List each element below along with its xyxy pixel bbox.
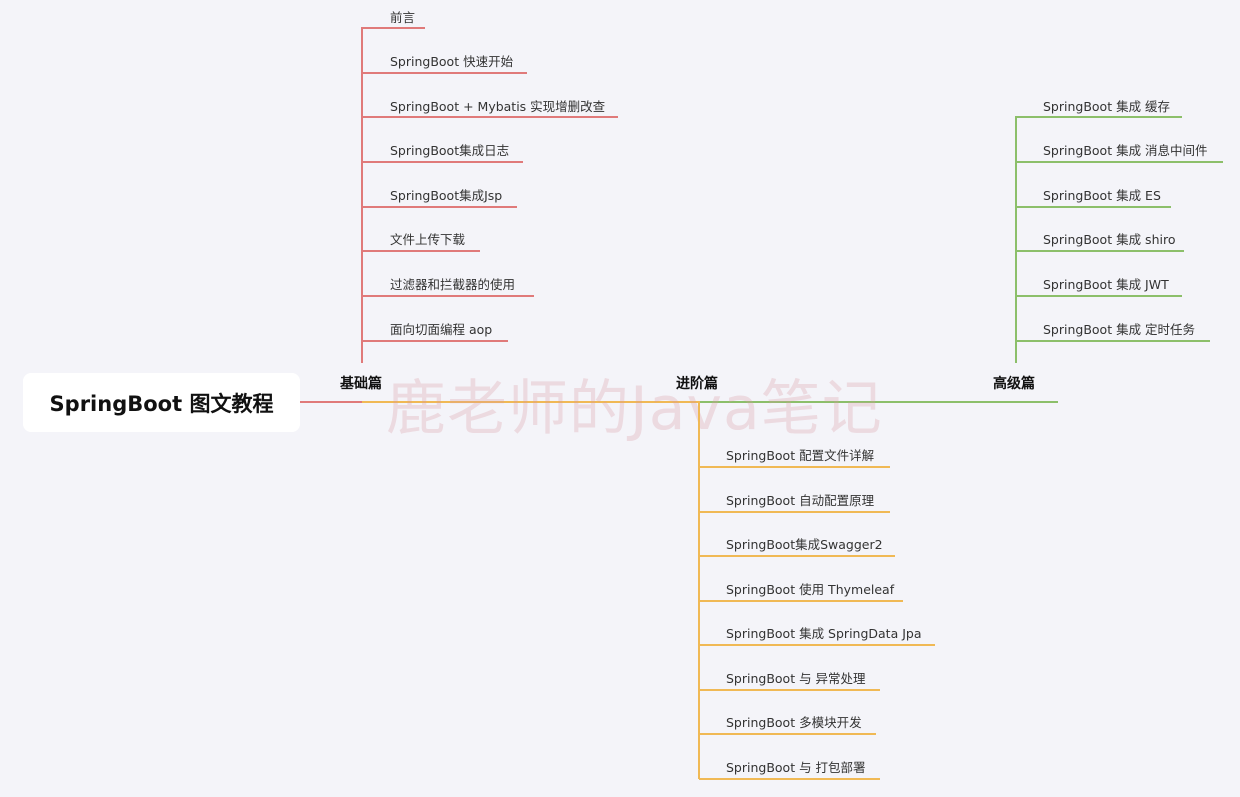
leaf-label: 过滤器和拦截器的使用 [390,277,516,292]
leaf-underline [362,27,425,29]
leaf-label: SpringBoot 集成 SpringData Jpa [726,626,922,641]
branch-label-basic[interactable]: 基础篇 [340,376,382,392]
leaf-underline [362,250,480,252]
leaf-label: SpringBoot + Mybatis 实现增删改查 [390,99,606,114]
watermark: 鹿老师的Java笔记 [386,374,883,444]
leaf-underline [1016,161,1223,163]
leaf-label: SpringBoot 配置文件详解 [726,448,875,463]
trunk-expert-connector [699,401,1058,403]
leaf-label: SpringBoot 集成 shiro [1043,232,1176,247]
leaf-underline [699,511,890,513]
branch-label-expert[interactable]: 高级篇 [993,376,1035,392]
leaf-label: SpringBoot 集成 缓存 [1043,99,1171,114]
branch-label-advanced[interactable]: 进阶篇 [676,376,718,392]
leaf-underline [1016,206,1171,208]
advanced-vertical-connector [698,401,700,779]
leaf-underline [699,600,903,602]
leaf-underline [1016,116,1182,118]
leaf-label: SpringBoot 与 异常处理 [726,671,866,686]
leaf-underline [362,206,517,208]
leaf-underline [1016,295,1182,297]
root-node[interactable]: SpringBoot 图文教程 [23,373,300,432]
leaf-underline [699,733,876,735]
leaf-underline [1016,250,1184,252]
leaf-label: SpringBoot 自动配置原理 [726,493,875,508]
leaf-label: SpringBoot 集成 消息中间件 [1043,143,1208,158]
leaf-label: 文件上传下载 [390,232,466,247]
root-title: SpringBoot 图文教程 [49,391,274,416]
leaf-underline [362,340,508,342]
leaf-underline [699,555,895,557]
leaf-underline [699,644,935,646]
leaf-underline [1016,340,1210,342]
basic-vertical-connector [361,27,363,363]
leaf-label: SpringBoot 集成 JWT [1043,277,1169,292]
expert-vertical-connector [1015,116,1017,363]
leaf-label: SpringBoot 快速开始 [390,54,514,69]
leaf-label: 前言 [390,10,416,25]
leaf-underline [362,295,534,297]
trunk-basic-connector [300,401,362,403]
trunk-advanced-connector [362,401,699,403]
leaf-underline [699,466,890,468]
leaf-label: SpringBoot集成日志 [390,143,510,158]
leaf-label: SpringBoot集成Swagger2 [726,537,883,552]
leaf-label: SpringBoot集成Jsp [390,188,503,203]
leaf-label: SpringBoot 集成 定时任务 [1043,322,1196,337]
leaf-label: 面向切面编程 aop [390,322,493,337]
leaf-label: SpringBoot 多模块开发 [726,715,862,730]
leaf-label: SpringBoot 与 打包部署 [726,760,866,775]
leaf-label: SpringBoot 集成 ES [1043,188,1161,203]
leaf-underline [362,161,523,163]
leaf-underline [362,72,527,74]
leaf-underline [699,778,880,780]
leaf-underline [362,116,618,118]
leaf-label: SpringBoot 使用 Thymeleaf [726,582,895,597]
leaf-underline [699,689,880,691]
